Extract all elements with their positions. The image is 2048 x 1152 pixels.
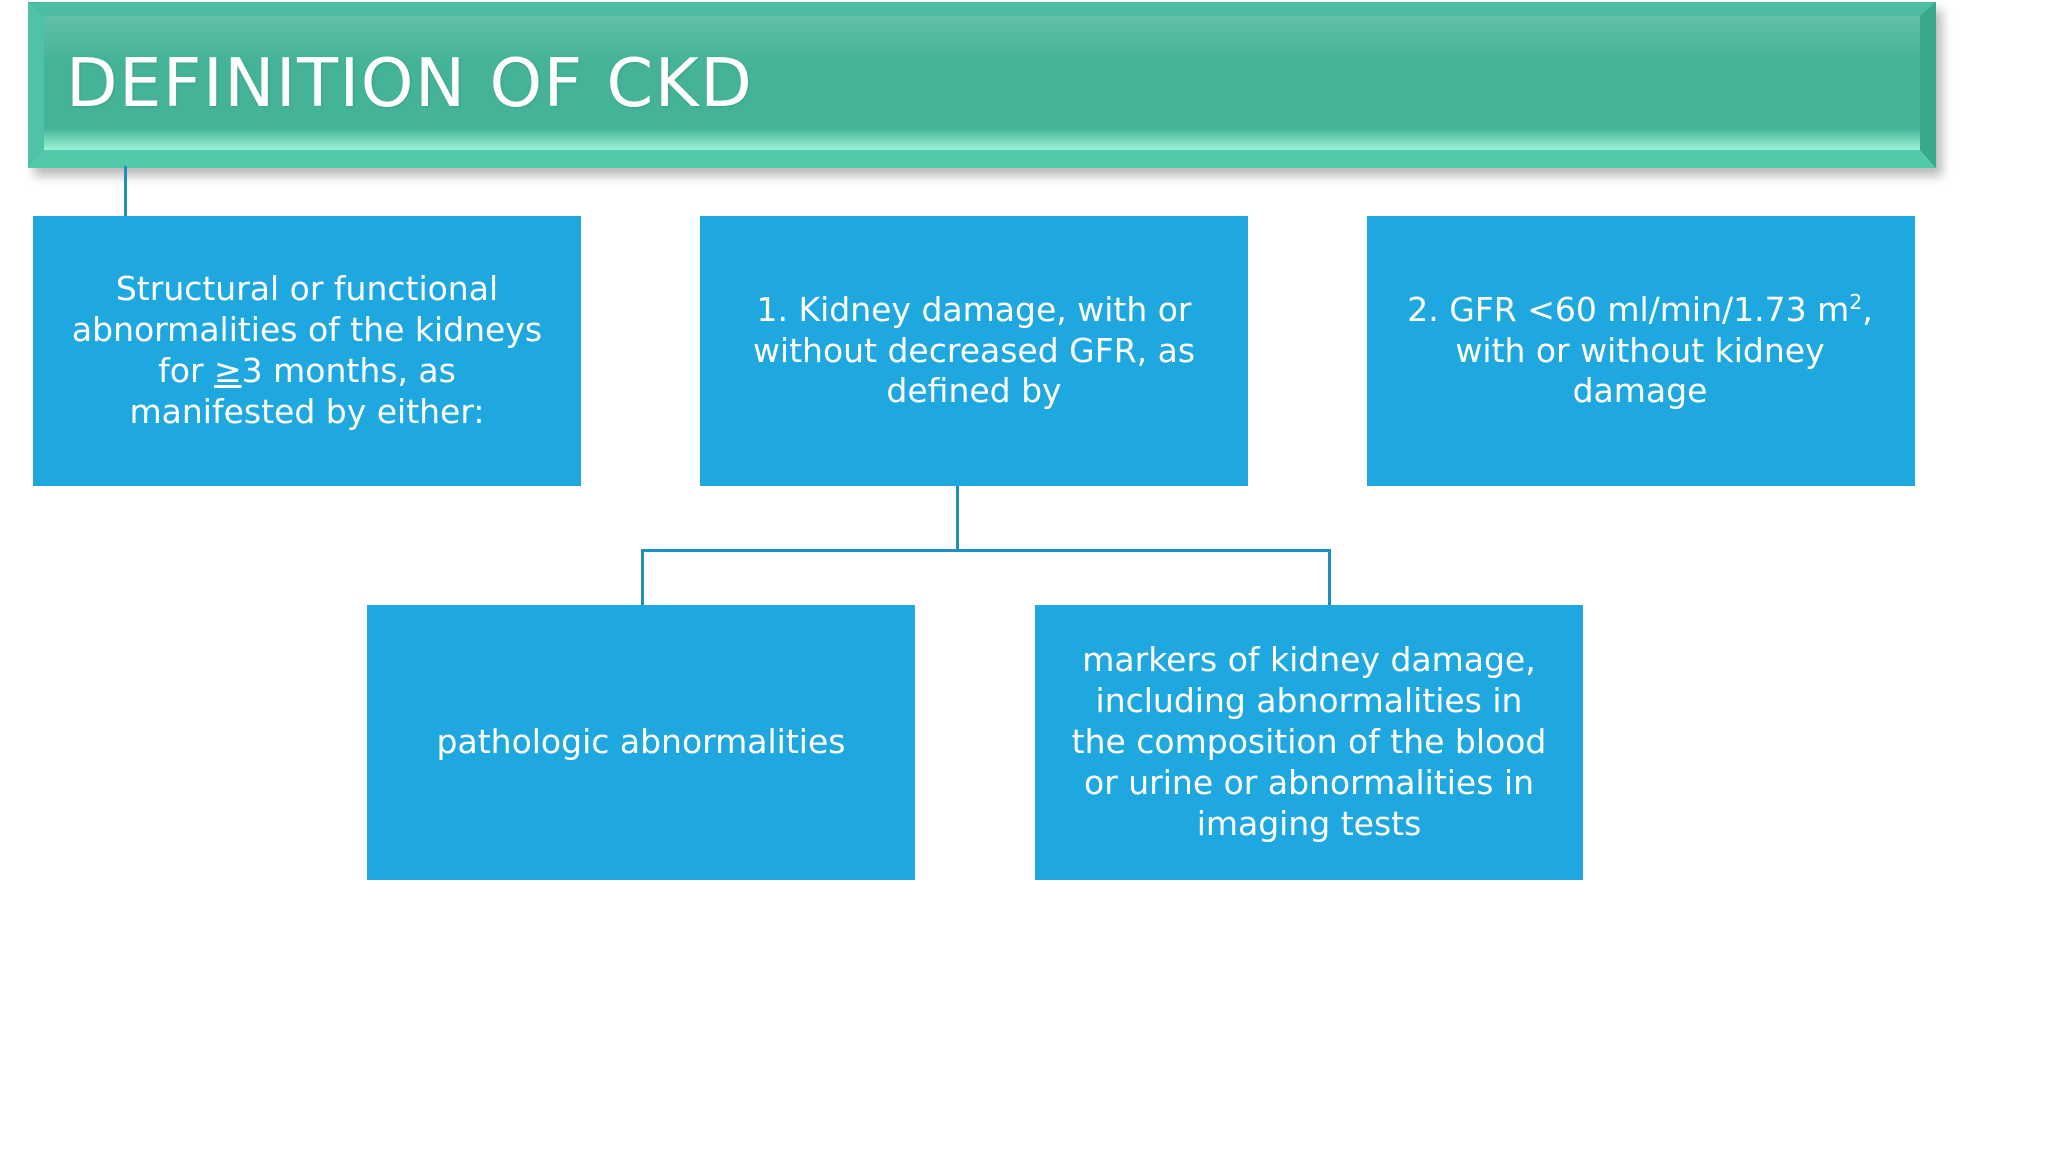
connector-title-to-structural xyxy=(124,166,127,218)
connector-kidney-damage-stem xyxy=(956,486,959,552)
node-structural-abnormalities[interactable]: Structural or functional abnormalities o… xyxy=(33,216,581,486)
node-structural-line-4: manifested by either: xyxy=(129,391,485,431)
node-structural-line-3-prefix: for xyxy=(158,351,215,390)
greater-or-equal-symbol: ≥ xyxy=(214,351,242,390)
node-gfr-line-1-prefix: 2. GFR <60 ml/min/1.73 m xyxy=(1407,289,1850,329)
node-gfr-text: 2. GFR <60 ml/min/1.73 m2, with or witho… xyxy=(1371,290,1909,413)
node-structural-line-1: Structural or functional xyxy=(115,269,499,309)
node-kidney-damage-line-3: defined by xyxy=(886,371,1062,411)
node-gfr-line-1-suffix: , xyxy=(1862,289,1873,329)
node-markers-line-1: markers of kidney damage, xyxy=(1082,640,1536,680)
node-pathologic-text: pathologic abnormalities xyxy=(373,722,909,763)
node-markers-line-5: imaging tests xyxy=(1196,803,1422,843)
node-gfr-line-2: with or without kidney xyxy=(1455,330,1825,370)
connector-bus-to-markers xyxy=(1328,549,1331,607)
node-gfr-threshold[interactable]: 2. GFR <60 ml/min/1.73 m2, with or witho… xyxy=(1367,216,1915,486)
node-gfr-line-3: damage xyxy=(1572,371,1708,411)
node-kidney-damage-line-1: 1. Kidney damage, with or xyxy=(756,289,1192,329)
node-pathologic-line-1: pathologic abnormalities xyxy=(436,722,846,762)
node-markers-of-kidney-damage[interactable]: markers of kidney damage, including abno… xyxy=(1035,605,1583,880)
node-kidney-damage-text: 1. Kidney damage, with or without decrea… xyxy=(706,290,1242,413)
node-structural-text: Structural or functional abnormalities o… xyxy=(39,269,575,433)
connector-bus-to-pathologic xyxy=(641,549,644,607)
connector-horizontal-bus xyxy=(641,549,1331,552)
node-markers-text: markers of kidney damage, including abno… xyxy=(1041,640,1577,845)
node-kidney-damage[interactable]: 1. Kidney damage, with or without decrea… xyxy=(700,216,1248,486)
node-markers-line-3: the composition of the blood xyxy=(1071,722,1547,762)
slide-title-banner: DEFINITION OF CKD xyxy=(28,2,1936,168)
node-pathologic-abnormalities[interactable]: pathologic abnormalities xyxy=(367,605,915,880)
node-markers-line-4: or urine or abnormalities in xyxy=(1084,762,1534,802)
node-structural-line-3-suffix: 3 months, as xyxy=(241,351,456,390)
node-structural-line-2: abnormalities of the kidneys xyxy=(71,310,543,350)
node-markers-line-2: including abnormalities in xyxy=(1095,681,1523,721)
node-kidney-damage-line-2: without decreased GFR, as xyxy=(752,330,1196,370)
superscript-two: 2 xyxy=(1849,289,1863,314)
page-title: DEFINITION OF CKD xyxy=(66,43,754,122)
